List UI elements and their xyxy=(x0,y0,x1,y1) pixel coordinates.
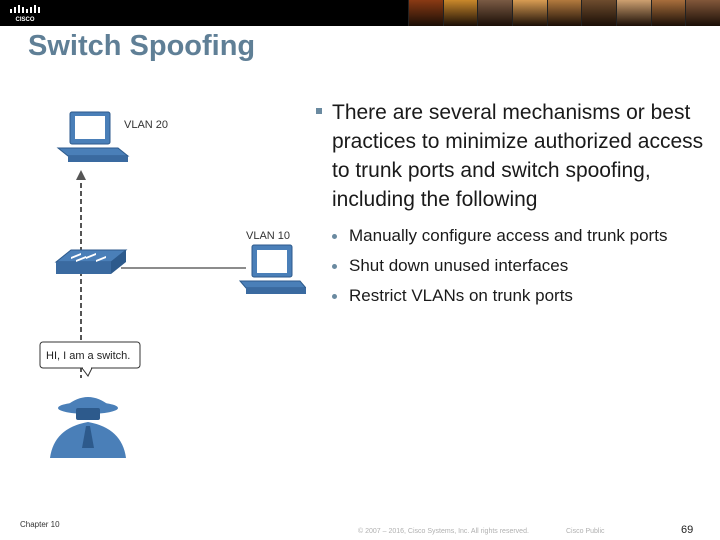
vlan10-label: VLAN 10 xyxy=(246,230,290,242)
vlan10-pc-icon xyxy=(238,244,308,294)
logo-text: CISCO xyxy=(15,17,34,23)
header-photo xyxy=(477,0,513,26)
sub-bullet: Shut down unused interfaces xyxy=(330,254,706,278)
slide-title: Switch Spoofing xyxy=(28,30,256,62)
classification-text: Cisco Public xyxy=(566,528,605,535)
speech-text: HI, I am a switch. xyxy=(46,350,130,362)
photo-strip xyxy=(408,0,720,26)
sub-bullet-dot xyxy=(332,234,337,239)
header-photo xyxy=(685,0,720,26)
sub-bullet-text: Manually configure access and trunk port… xyxy=(349,226,668,245)
vlan20-pc-icon xyxy=(56,111,130,162)
header-photo xyxy=(581,0,617,26)
header-photo xyxy=(408,0,443,26)
sub-bullet-list: Manually configure access and trunk port… xyxy=(330,224,706,308)
chapter-label: Chapter 10 xyxy=(20,520,60,529)
switch-spoofing-diagram: VLAN 20 VLAN 10 HI, I am xyxy=(36,100,308,465)
header-photo xyxy=(512,0,547,26)
header-bar: CISCO xyxy=(0,0,720,26)
sub-bullet-dot xyxy=(332,294,337,299)
bullet-marker xyxy=(316,108,322,114)
attacker-icon xyxy=(50,397,126,458)
header-photo xyxy=(546,0,582,26)
sub-bullet: Restrict VLANs on trunk ports xyxy=(330,284,706,308)
switch-icon xyxy=(54,249,128,274)
sub-bullet: Manually configure access and trunk port… xyxy=(330,224,706,248)
header-photo xyxy=(650,0,686,26)
sub-bullet-text: Shut down unused interfaces xyxy=(349,256,569,275)
cisco-logo: CISCO xyxy=(8,3,42,23)
speech-bubble xyxy=(39,341,141,377)
main-bullet: There are several mechanisms or best pra… xyxy=(316,98,706,214)
copyright-text: © 2007 – 2016, Cisco Systems, Inc. All r… xyxy=(358,528,529,535)
sub-bullet-text: Restrict VLANs on trunk ports xyxy=(349,286,573,305)
header-photo xyxy=(616,0,651,26)
slide-content: There are several mechanisms or best pra… xyxy=(316,98,706,314)
sub-bullet-dot xyxy=(332,264,337,269)
main-bullet-text: There are several mechanisms or best pra… xyxy=(332,101,704,211)
header-photo xyxy=(442,0,478,26)
vlan20-label: VLAN 20 xyxy=(124,119,168,131)
page-number: 69 xyxy=(681,524,694,536)
